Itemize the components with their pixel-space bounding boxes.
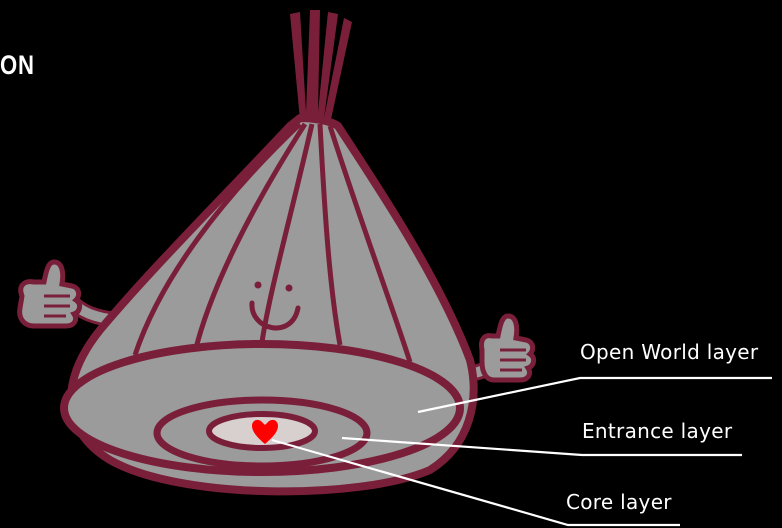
entrance-layer-label: Entrance layer <box>582 419 732 443</box>
onion-stem <box>290 10 352 124</box>
core-layer-label: Core layer <box>566 490 672 514</box>
onion-cross-section <box>64 344 460 472</box>
open-world-layer-label: Open World layer <box>580 340 758 364</box>
left-thumb-icon <box>20 262 118 326</box>
